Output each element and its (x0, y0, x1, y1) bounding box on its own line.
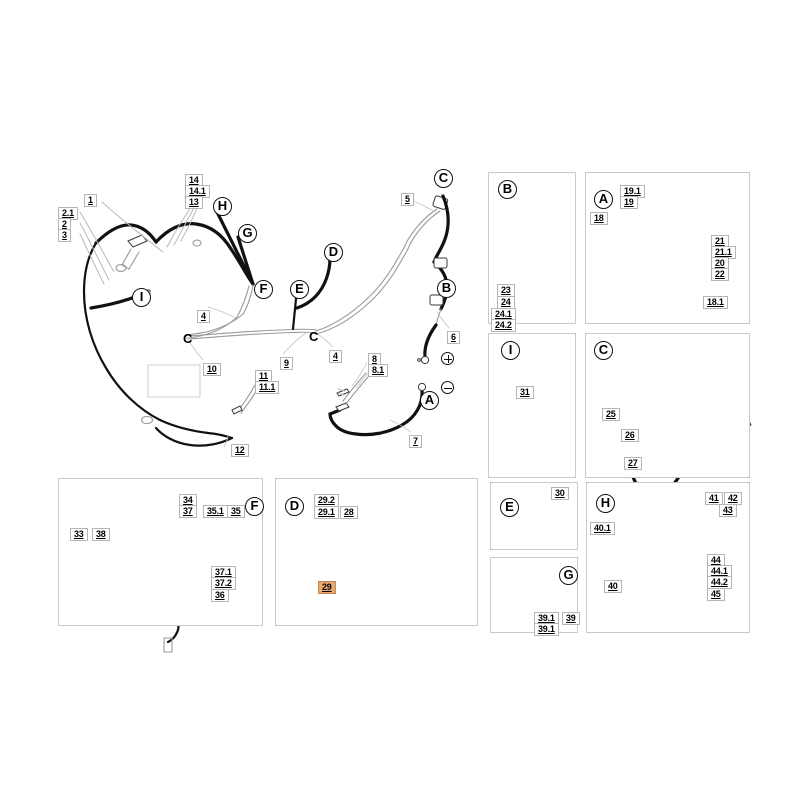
harness-connector-letter-c2: C (309, 329, 319, 344)
callout-circle-f: F (254, 280, 273, 299)
part-label-9: 9 (280, 357, 293, 370)
panel-i (488, 333, 576, 478)
part-label-4-b: 4 (329, 350, 342, 363)
part-label-25: 25 (602, 408, 620, 421)
part-label-37: 37 (179, 505, 197, 518)
battery-negative-terminal-icon (441, 381, 454, 394)
part-label-5: 5 (401, 193, 414, 206)
part-label-40: 40 (604, 580, 622, 593)
part-label-40-1: 40.1 (590, 522, 615, 535)
part-label-36: 36 (211, 589, 229, 602)
part-label-24-2: 24.2 (491, 319, 516, 332)
harness-connector-letter-c1: C (183, 331, 193, 346)
part-label-29-highlighted: 29 (318, 581, 336, 594)
part-label-6: 6 (447, 331, 460, 344)
callout-circle-g: G (238, 224, 257, 243)
part-label-4-a: 4 (197, 310, 210, 323)
part-label-8: 8 (368, 353, 381, 366)
part-label-33: 33 (70, 528, 88, 541)
part-label-31: 31 (516, 386, 534, 399)
part-label-35: 35 (227, 505, 245, 518)
callout-circle-h: H (213, 197, 232, 216)
part-label-18: 18 (590, 212, 608, 225)
panel-letter-i: I (501, 341, 520, 360)
callout-circle-c: C (434, 169, 453, 188)
part-label-28: 28 (340, 506, 358, 519)
callout-circle-b: B (437, 279, 456, 298)
part-label-42: 42 (724, 492, 742, 505)
part-label-35-1: 35.1 (203, 505, 228, 518)
panel-letter-b: B (498, 180, 517, 199)
panel-letter-d: D (285, 497, 304, 516)
part-label-26: 26 (621, 429, 639, 442)
part-label-30: 30 (551, 487, 569, 500)
callout-circle-a: A (420, 391, 439, 410)
part-label-39-1-b: 39.1 (534, 623, 559, 636)
panel-f (58, 478, 263, 626)
part-label-19: 19 (620, 196, 638, 209)
part-label-29-1: 29.1 (314, 506, 339, 519)
part-label-13: 13 (185, 196, 203, 209)
part-label-27: 27 (624, 457, 642, 470)
part-label-24: 24 (497, 296, 515, 309)
panel-letter-a: A (594, 190, 613, 209)
panel-letter-h: H (596, 494, 615, 513)
part-label-1: 1 (84, 194, 97, 207)
part-label-41: 41 (705, 492, 723, 505)
part-label-39: 39 (562, 612, 580, 625)
callout-circle-e: E (290, 280, 309, 299)
part-label-38: 38 (92, 528, 110, 541)
part-label-3: 3 (58, 229, 71, 242)
battery-positive-terminal-icon (441, 352, 454, 365)
part-label-12: 12 (231, 444, 249, 457)
callout-circle-d: D (324, 243, 343, 262)
part-label-8-1: 8.1 (368, 364, 388, 377)
panel-letter-f: F (245, 497, 264, 516)
part-label-10: 10 (203, 363, 221, 376)
part-label-7: 7 (409, 435, 422, 448)
panel-d (275, 478, 478, 626)
part-label-22: 22 (711, 268, 729, 281)
panel-letter-e: E (500, 498, 519, 517)
part-label-18-1: 18.1 (703, 296, 728, 309)
callout-circle-i: I (132, 288, 151, 307)
part-label-11-1: 11.1 (255, 381, 280, 394)
panel-letter-c: C (594, 341, 613, 360)
part-label-45: 45 (707, 588, 725, 601)
part-label-43: 43 (719, 504, 737, 517)
panel-letter-g: G (559, 566, 578, 585)
panel-c (585, 333, 750, 478)
